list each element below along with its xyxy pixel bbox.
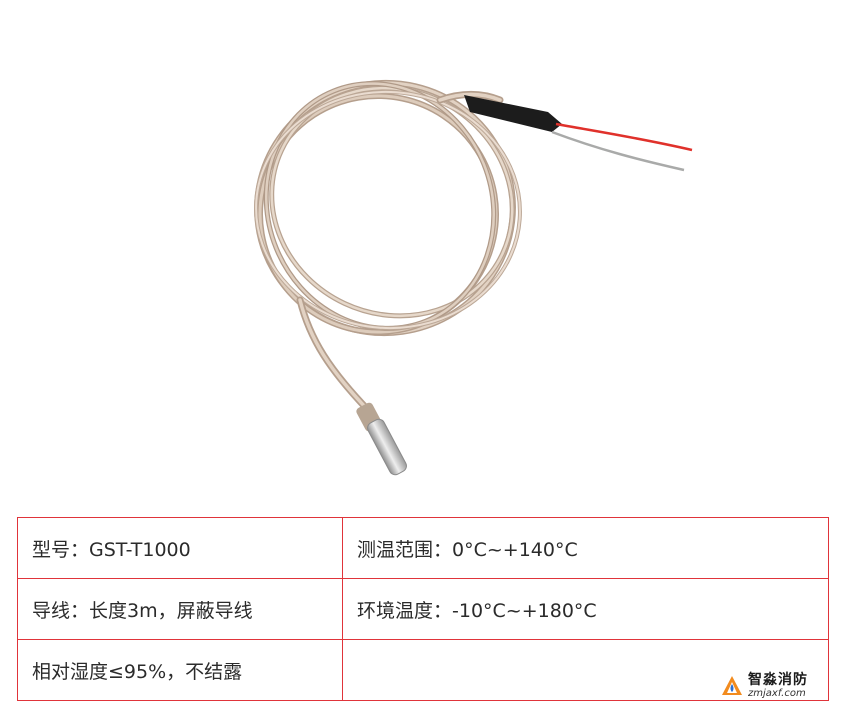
spec-ambient-temp: 环境温度：-10°C~+180°C	[342, 578, 829, 640]
spec-measure-range: 测温范围：0°C~+140°C	[342, 517, 829, 579]
sensor-cable-illustration	[254, 79, 693, 476]
watermark-domain: zmjaxf.com	[748, 688, 806, 699]
table-row: 相对湿度≤95%，不结露	[17, 639, 829, 701]
table-row: 导线：长度3m，屏蔽导线 环境温度：-10°C~+180°C	[17, 578, 829, 640]
red-wire	[555, 122, 693, 152]
table-row: 型号：GST-T1000 测温范围：0°C~+140°C	[17, 517, 829, 579]
heat-shrink-sleeve	[464, 95, 562, 132]
spec-wire: 导线：长度3m，屏蔽导线	[17, 578, 343, 640]
watermark: 智淼消防 zmjaxf.com	[720, 668, 820, 704]
spec-model: 型号：GST-T1000	[17, 517, 343, 579]
grey-wire	[551, 130, 685, 172]
spec-humidity: 相对湿度≤95%，不结露	[17, 639, 343, 701]
flame-triangle-icon	[722, 676, 742, 695]
cable-coil	[254, 79, 522, 337]
product-photo	[254, 79, 693, 476]
spec-empty-cell	[342, 639, 829, 701]
spec-table: 型号：GST-T1000 测温范围：0°C~+140°C 导线：长度3m，屏蔽导…	[17, 517, 829, 701]
sensor-probe	[356, 402, 407, 476]
watermark-name: 智淼消防	[748, 672, 808, 688]
